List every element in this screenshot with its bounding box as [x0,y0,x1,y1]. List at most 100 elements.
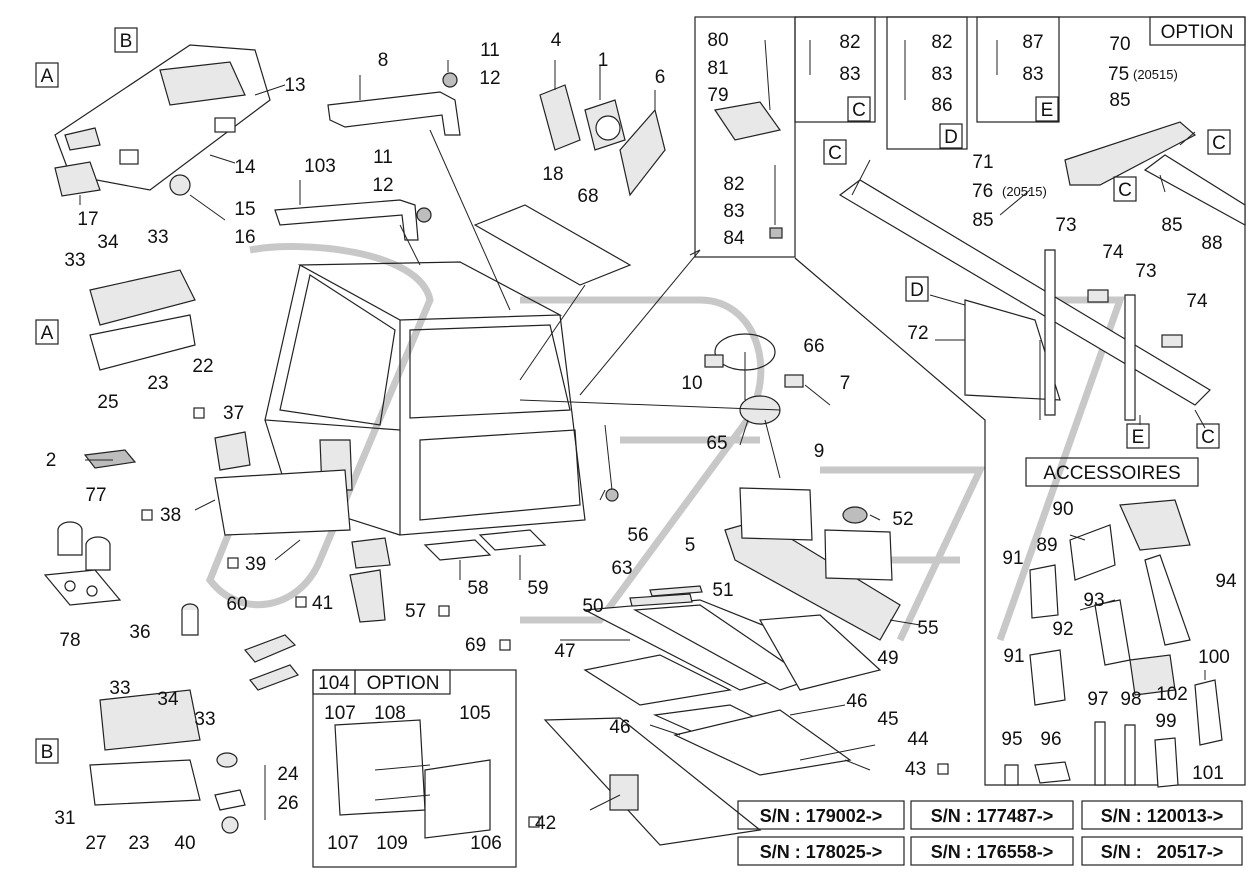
label-43: 43 [905,759,926,780]
label-33-b: 33 [64,250,85,271]
part-55-dash [724,487,901,641]
label-14: 14 [234,157,256,178]
marker-d-2: D [910,280,924,301]
label-74-a: 74 [1102,242,1124,263]
label-84: 84 [723,228,745,249]
label-106: 106 [470,833,502,854]
label-11-b: 11 [373,147,393,168]
label-71: 71 [972,152,993,173]
label-38: 38 [160,505,181,526]
label-68: 68 [577,186,598,207]
label-98: 98 [1120,689,1141,710]
label-46-a: 46 [609,717,630,738]
label-49: 49 [877,648,898,669]
label-26: 26 [277,793,298,814]
label-79: 79 [707,85,728,106]
label-83-d: 83 [1022,64,1043,85]
label-57: 57 [405,601,426,622]
label-85-c: 85 [1161,215,1182,236]
label-83-a: 83 [723,201,744,222]
label-2: 2 [46,450,57,471]
part-56-lever [604,424,619,502]
part-8-bracket [327,91,461,136]
label-97: 97 [1087,689,1108,710]
label-95: 95 [1001,729,1022,750]
label-25: 25 [97,392,118,413]
label-36: 36 [129,622,150,643]
label-91-a: 91 [1002,548,1023,569]
label-33-d: 33 [194,709,215,730]
label-12-a: 12 [479,68,500,89]
label-11-a: 11 [480,40,500,61]
serial-3: S/N : 120013-> [1101,806,1224,826]
label-96: 96 [1040,729,1061,750]
label-9: 9 [814,441,825,462]
label-58: 58 [467,578,488,599]
label-59: 59 [527,578,548,599]
label-76: 76 [972,181,993,202]
label-94: 94 [1215,571,1237,592]
label-23-a: 23 [147,373,168,394]
beam-71-76 [838,179,1211,406]
label-80: 80 [707,30,728,51]
arm-85-88 [1143,154,1246,227]
part-50-51-63 [629,585,703,607]
label-82-a: 82 [723,174,744,195]
marker-d-1: D [944,127,958,148]
part-77-gauges [57,521,111,571]
label-78: 78 [59,630,80,651]
marker-a-2: A [41,323,54,344]
label-33-a: 33 [147,227,168,248]
accessories-title: ACCESSOIRES [1043,463,1180,484]
marker-b-1: B [120,31,133,52]
label-40: 40 [174,833,195,854]
label-107-a: 107 [324,703,356,724]
label-108: 108 [374,703,406,724]
label-33-c: 33 [109,678,130,699]
label-82-b: 82 [839,32,860,53]
switch-cluster-bottom [89,689,201,806]
label-45: 45 [877,709,898,730]
label-10: 10 [681,373,702,394]
part-roof-console [54,44,271,191]
side-panels [214,431,391,623]
part-15-knob [169,174,191,196]
part-60-horns [181,603,299,691]
label-7: 7 [840,373,851,394]
marker-e-2: E [1132,427,1145,448]
label-109: 109 [376,833,408,854]
part-103-bracket [274,199,432,241]
label-51: 51 [712,580,733,601]
marker-c-1: C [852,100,866,121]
label-72: 72 [907,323,928,344]
label-55: 55 [917,618,938,639]
label-99: 99 [1155,711,1176,732]
label-1: 1 [598,50,609,71]
label-81: 81 [707,58,728,79]
hardware-boxes [694,16,1060,258]
label-85-a: 85 [1109,90,1130,111]
option-title-box: OPTION [367,673,440,694]
label-88: 88 [1201,233,1222,254]
serial-number-boxes: S/N : 179002-> S/N : 177487-> S/N : 1200… [737,800,1243,866]
label-70: 70 [1109,34,1130,55]
part-24-26 [214,752,246,834]
serial-1: S/N : 179002-> [760,806,883,826]
label-18: 18 [542,164,563,185]
label-92: 92 [1052,619,1073,640]
marker-c-5: C [1201,427,1215,448]
part-11-12-knob [442,72,458,88]
marker-c-2: C [828,143,842,164]
label-73-a: 73 [1055,215,1076,236]
label-23-b: 23 [128,833,149,854]
label-90: 90 [1052,499,1073,520]
label-27: 27 [85,833,106,854]
option-104-box [312,669,517,868]
label-31: 31 [54,808,75,829]
part-10-switch [704,354,724,368]
part-78-bracket [43,569,122,606]
label-77: 77 [85,485,106,506]
part-7-switch [784,374,804,388]
label-103: 103 [304,156,336,177]
